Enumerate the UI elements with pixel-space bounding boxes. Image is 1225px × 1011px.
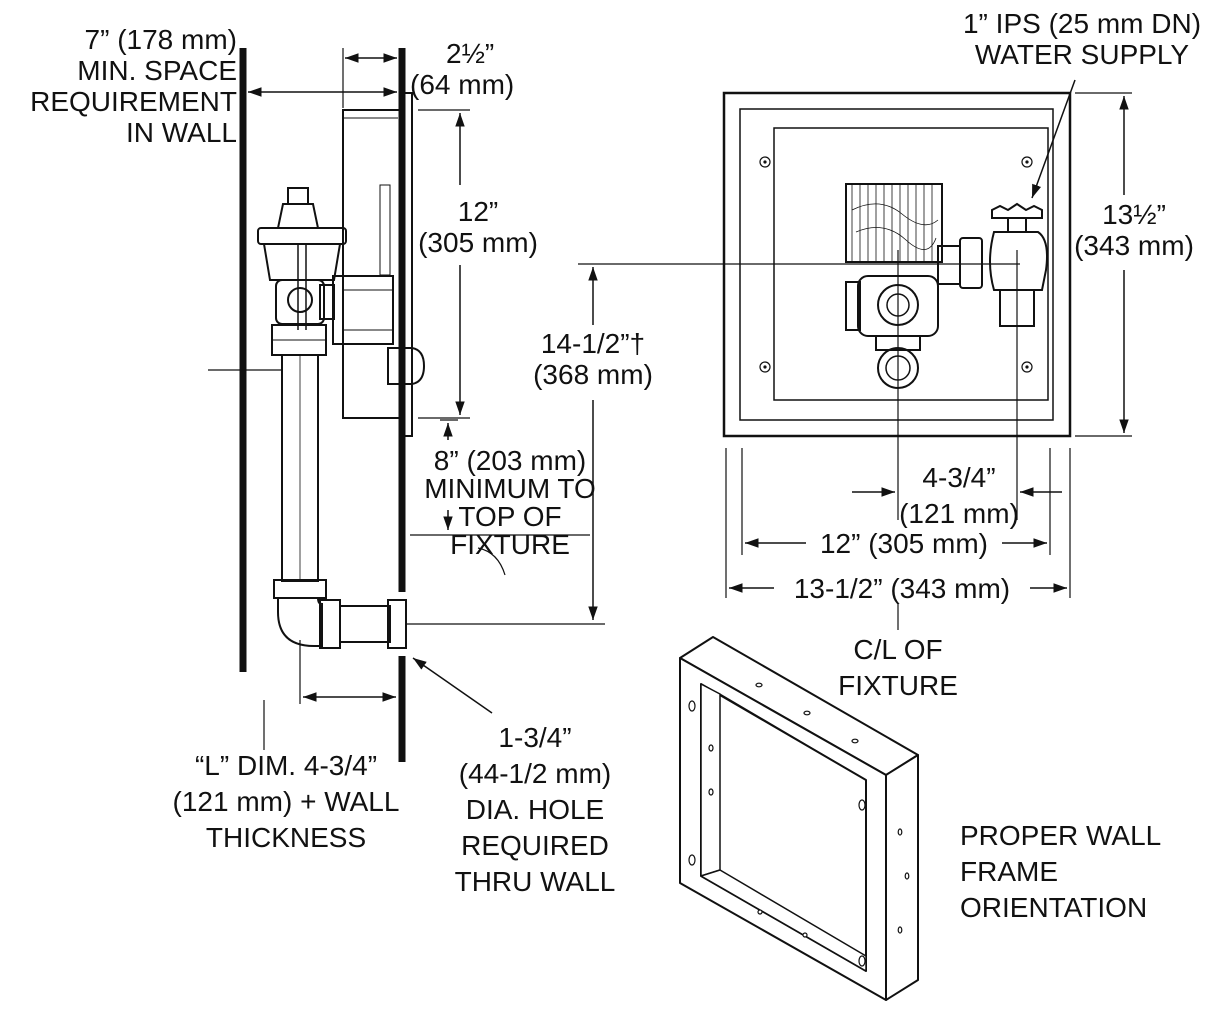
label-dim-8-line-2: MINIMUM TO	[424, 473, 596, 504]
label-dim-14-5: 14-1/2”† (368 mm)	[518, 328, 668, 390]
hole-leader	[412, 657, 493, 714]
label-dim-2-5: 2½” (64 mm)	[410, 38, 514, 100]
label-min-space-line-4: IN WALL	[126, 117, 237, 148]
label-min-space-line-2: MIN. SPACE	[77, 55, 237, 86]
flush-valve-cap	[287, 187, 309, 205]
label-centerline: C/L OF FIXTURE	[812, 632, 984, 704]
label-l-dim-line-1: “L” DIM. 4-3/4”	[194, 750, 378, 781]
label-dim-12: 12” (305 mm)	[404, 196, 552, 258]
label-dim-13-5-vertical: 13½” (343 mm)	[1066, 199, 1202, 261]
label-dim-4-75-line-2: (121 mm)	[899, 498, 1019, 529]
label-hole-line-4: REQUIRED	[461, 830, 609, 861]
cover-plate	[403, 92, 413, 437]
label-dim-8-line-1: 8” (203 mm)	[433, 445, 587, 476]
label-dim-4-75-line-1: 4-3/4”	[922, 462, 996, 493]
front-inner-frame	[739, 108, 1054, 421]
flush-tube-horizontal	[339, 605, 391, 643]
front-box-opening	[773, 127, 1049, 401]
label-l-dim: “L” DIM. 4-3/4” (121 mm) + WALL THICKNES…	[146, 748, 426, 856]
stop-valve-handle	[991, 202, 1043, 219]
label-water-supply: 1” IPS (25 mm DN) WATER SUPPLY	[942, 8, 1222, 70]
label-dim-8-line-4: FIXTURE	[450, 529, 570, 560]
front-view	[722, 79, 1132, 630]
label-dim-14-5-line-1: 14-1/2”†	[540, 328, 646, 359]
label-l-dim-line-2: (121 mm) + WALL	[172, 786, 400, 817]
label-dim-13-5-horizontal: 13-1/2” (343 mm)	[774, 573, 1030, 604]
label-min-space: 7” (178 mm) MIN. SPACE REQUIREMENT IN WA…	[30, 24, 237, 148]
label-orientation-line-2: FRAME	[960, 856, 1058, 887]
wall-box	[342, 109, 404, 419]
label-centerline-line-1: C/L OF	[853, 634, 943, 665]
label-min-space-line-3: REQUIREMENT	[30, 86, 237, 117]
frame-side-face	[885, 754, 919, 1001]
label-orientation-line-3: ORIENTATION	[960, 892, 1148, 923]
label-centerline-line-2: FIXTURE	[838, 670, 958, 701]
flush-tube-elbow	[277, 597, 323, 647]
wall-frame-isometric	[679, 636, 919, 1001]
label-hole-line-2: (44-1/2 mm)	[458, 758, 612, 789]
label-hole: 1-3/4” (44-1/2 mm) DIA. HOLE REQUIRED TH…	[430, 720, 640, 900]
front-outer-frame	[722, 91, 1072, 438]
label-orientation: PROPER WALL FRAME ORIENTATION	[960, 818, 1161, 926]
label-min-space-line-1: 7” (178 mm)	[84, 24, 237, 55]
label-water-supply-line-1: 1” IPS (25 mm DN)	[962, 8, 1202, 39]
label-hole-line-3: DIA. HOLE	[465, 794, 605, 825]
label-dim-12-line-1: 12”	[457, 196, 499, 227]
sensor-bump	[387, 347, 426, 385]
label-water-supply-line-2: WATER SUPPLY	[974, 39, 1190, 70]
label-dim-13-5-vertical-line-2: (343 mm)	[1074, 230, 1194, 261]
label-hole-line-5: THRU WALL	[454, 866, 616, 897]
label-dim-2-5-line-2: (64 mm)	[410, 69, 515, 100]
label-dim-8: 8” (203 mm) MINIMUM TO TOP OF FIXTURE	[410, 447, 610, 559]
flush-valve-body	[262, 243, 342, 281]
label-dim-12-line-2: (305 mm)	[418, 227, 538, 258]
water-supply-leader	[1031, 79, 1076, 199]
control-module	[845, 183, 943, 263]
label-l-dim-line-3: THICKNESS	[205, 822, 367, 853]
label-dim-12-horizontal: 12” (305 mm)	[806, 528, 1002, 559]
side-view	[208, 48, 1020, 762]
label-dim-4-75: 4-3/4” (121 mm)	[884, 460, 1034, 532]
label-hole-line-1: 1-3/4”	[498, 722, 572, 753]
label-dim-13-5-vertical-line-1: 13½”	[1102, 199, 1166, 230]
label-orientation-line-1: PROPER WALL	[960, 820, 1162, 851]
label-dim-14-5-line-2: (368 mm)	[533, 359, 653, 390]
label-dim-8-line-3: TOP OF	[458, 501, 562, 532]
stop-valve	[989, 231, 1048, 291]
label-dim-2-5-line-1: 2½”	[446, 38, 495, 69]
